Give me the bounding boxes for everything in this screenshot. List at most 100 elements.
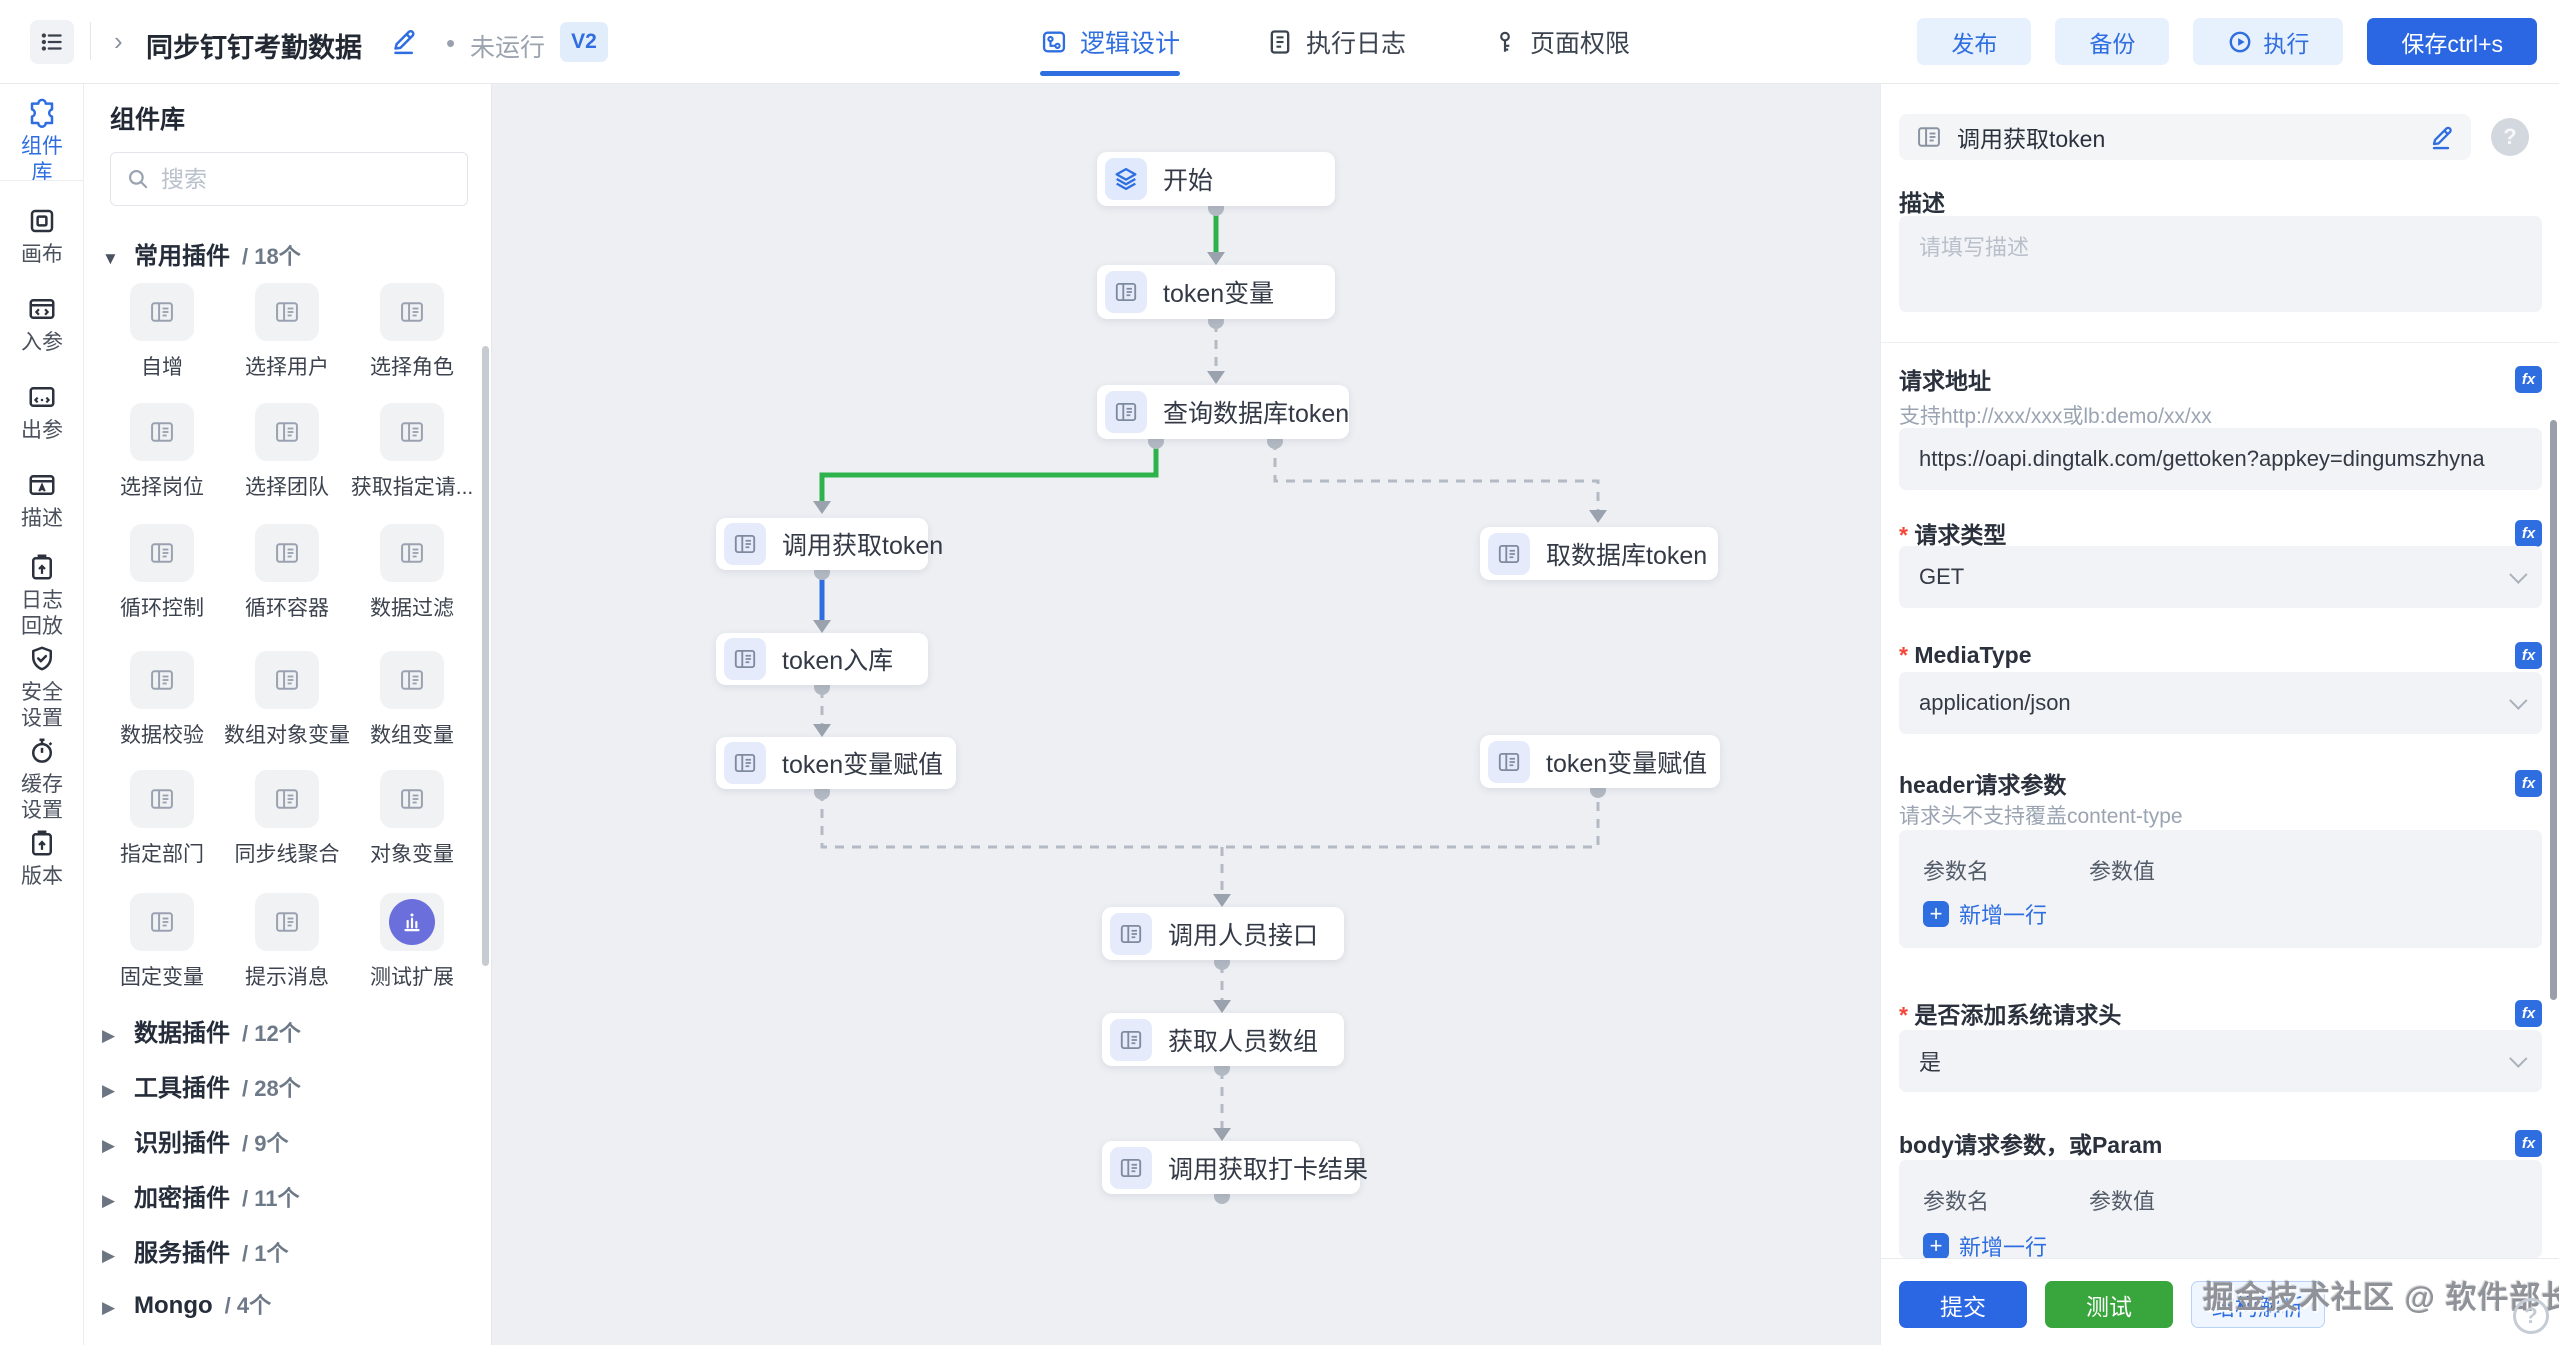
section-data-plugins[interactable]: ▶ 数据插件 / 12个: [102, 1020, 301, 1047]
publish-button[interactable]: 发布: [1917, 18, 2032, 65]
rail-item-cache-settings[interactable]: 缓存设置: [0, 736, 84, 824]
add-row-button[interactable]: + 新增一行: [1923, 898, 2047, 930]
flow-node-start[interactable]: 开始: [1097, 152, 1335, 206]
component-library-panel: 组件库 ▼ 常用插件 / 18个 自增 选择用户 选择角色 选择岗位 选择团队 …: [84, 84, 492, 1345]
save-button[interactable]: 保存ctrl+s: [2367, 18, 2537, 65]
fx-icon[interactable]: fx: [2515, 999, 2542, 1027]
section-common-plugins[interactable]: ▼ 常用插件 / 18个: [102, 243, 301, 270]
flow-canvas[interactable]: 开始 token变量 查询数据库token 调用获取token token入库 …: [492, 84, 1880, 1345]
flow-node-token-assign-left[interactable]: token变量赋值: [716, 737, 956, 789]
backup-button[interactable]: 备份: [2055, 18, 2170, 65]
section-recognition-plugins[interactable]: ▶ 识别插件 / 9个: [102, 1130, 289, 1157]
input-params-icon: [29, 299, 55, 319]
plugin-tile[interactable]: 提示消息: [225, 893, 349, 991]
plugin-tile[interactable]: 数组对象变量: [224, 651, 350, 749]
left-rail: 组件库 画布 入参 出参 描述 日志回放 安全设置 缓存设置 版本: [0, 84, 84, 1345]
plugin-tile[interactable]: 对象变量: [350, 770, 474, 868]
output-params-icon: [29, 387, 55, 407]
sys-header-select[interactable]: 是: [1899, 1030, 2542, 1092]
url-input[interactable]: [1899, 428, 2542, 490]
flow-node-token-store[interactable]: token入库: [716, 633, 928, 685]
log-icon: [1270, 30, 1290, 54]
run-button[interactable]: 执行: [2193, 18, 2344, 65]
mediatype-select[interactable]: application/json: [1899, 672, 2542, 734]
fx-icon[interactable]: fx: [2515, 519, 2542, 547]
plugin-tile[interactable]: 自增: [100, 283, 224, 381]
tab-exec-log[interactable]: 执行日志: [1266, 0, 1406, 84]
structure-button[interactable]: 结构解析: [2191, 1281, 2325, 1328]
sys-header-label: 是否添加系统请求头: [1899, 996, 2121, 1030]
fx-icon[interactable]: fx: [2515, 642, 2542, 669]
flow-node-query-db-token[interactable]: 查询数据库token: [1097, 385, 1349, 439]
node-icon: [1488, 532, 1530, 575]
play-icon: [2227, 29, 2253, 55]
section-encryption-plugins[interactable]: ▶ 加密插件 / 11个: [102, 1185, 300, 1212]
rail-item-description[interactable]: 描述: [0, 470, 84, 532]
rail-item-security-settings[interactable]: 安全设置: [0, 644, 84, 732]
description-textarea[interactable]: [1899, 216, 2542, 312]
plugin-tile[interactable]: 数组变量: [350, 651, 474, 749]
plugin-tile[interactable]: 循环控制: [100, 524, 224, 622]
plugin-tile[interactable]: 选择岗位: [100, 403, 224, 501]
section-service-plugins[interactable]: ▶ 服务插件 / 1个: [102, 1240, 289, 1267]
plugin-tile[interactable]: 固定变量: [100, 893, 224, 991]
flow-node-call-get-token[interactable]: 调用获取token: [716, 518, 943, 570]
plus-icon: +: [1923, 901, 1949, 927]
plugin-tile[interactable]: 获取指定请...: [350, 403, 474, 501]
rail-item-output-params[interactable]: 出参: [0, 382, 84, 444]
param-value-column: 参数值: [2089, 859, 2156, 884]
search-input[interactable]: [161, 165, 441, 193]
section-tool-plugins[interactable]: ▶ 工具插件 / 28个: [102, 1075, 301, 1102]
library-scrollbar[interactable]: [482, 346, 489, 966]
tab-page-permission[interactable]: 页面权限: [1492, 0, 1630, 84]
chevron-down-icon: [2509, 1048, 2528, 1068]
plugin-tile[interactable]: 循环容器: [225, 524, 349, 622]
fx-icon[interactable]: fx: [2515, 365, 2542, 393]
rail-item-version[interactable]: 版本: [0, 828, 84, 890]
plugin-tile[interactable]: 选择团队: [225, 403, 349, 501]
section-mongo[interactable]: ▶ Mongo / 4个: [102, 1292, 272, 1319]
flow-node-token-var[interactable]: token变量: [1097, 265, 1335, 319]
header-params-label: header请求参数: [1899, 772, 2067, 798]
flow-node-get-person-array[interactable]: 获取人员数组: [1102, 1013, 1344, 1066]
plugin-tile[interactable]: 数据过滤: [350, 524, 474, 622]
rail-item-canvas[interactable]: 画布: [0, 206, 84, 268]
flow-node-call-punch-result[interactable]: 调用获取打卡结果: [1102, 1141, 1368, 1194]
plugin-tile-test-extension[interactable]: 测试扩展: [350, 893, 474, 991]
status-text: 未运行: [470, 34, 546, 62]
plugin-tile[interactable]: 同步线聚合: [225, 770, 349, 868]
plugin-tile[interactable]: 指定部门: [100, 770, 224, 868]
inspector-scrollbar[interactable]: [2550, 420, 2557, 1000]
breadcrumb-chevron-icon[interactable]: ›: [114, 26, 123, 56]
plugin-tile[interactable]: 选择用户: [225, 283, 349, 381]
rail-item-component-library[interactable]: 组件库: [0, 98, 84, 186]
fx-icon[interactable]: fx: [2515, 1129, 2542, 1157]
puzzle-icon: [30, 98, 54, 128]
page-title: 同步钉钉考勤数据: [146, 33, 362, 63]
fx-icon[interactable]: fx: [2515, 769, 2542, 797]
edit-node-name-icon[interactable]: [2427, 123, 2455, 151]
key-icon: [1500, 31, 1510, 52]
flow-node-token-assign-right[interactable]: token变量赋值: [1480, 735, 1720, 788]
help-icon[interactable]: ?: [2491, 118, 2529, 156]
test-button[interactable]: 测试: [2045, 1281, 2173, 1328]
flow-node-get-db-token[interactable]: 取数据库token: [1480, 527, 1718, 580]
plugin-tile[interactable]: 数据校验: [100, 651, 224, 749]
plugin-tile[interactable]: 选择角色: [350, 283, 474, 381]
tab-logic-design[interactable]: 逻辑设计: [1040, 0, 1181, 84]
version-badge[interactable]: V2: [560, 22, 608, 62]
node-icon: [1105, 271, 1147, 313]
rail-item-input-params[interactable]: 入参: [0, 294, 84, 356]
rail-item-log-replay[interactable]: 日志回放: [0, 552, 84, 640]
inspector-footer: 提交 测试 结构解析: [1881, 1258, 2559, 1345]
edit-title-icon[interactable]: [388, 26, 418, 61]
submit-button[interactable]: 提交: [1899, 1281, 2027, 1328]
description-icon: [29, 475, 55, 495]
menu-icon[interactable]: [30, 20, 74, 64]
add-row-button[interactable]: + 新增一行: [1923, 1230, 2047, 1258]
flow-node-call-person-api[interactable]: 调用人员接口: [1102, 907, 1344, 960]
help-corner-icon[interactable]: ?: [2513, 1298, 2549, 1334]
method-select[interactable]: GET: [1899, 546, 2542, 608]
chevron-down-icon: [2509, 690, 2528, 710]
param-value-column: 参数值: [2089, 1189, 2156, 1214]
